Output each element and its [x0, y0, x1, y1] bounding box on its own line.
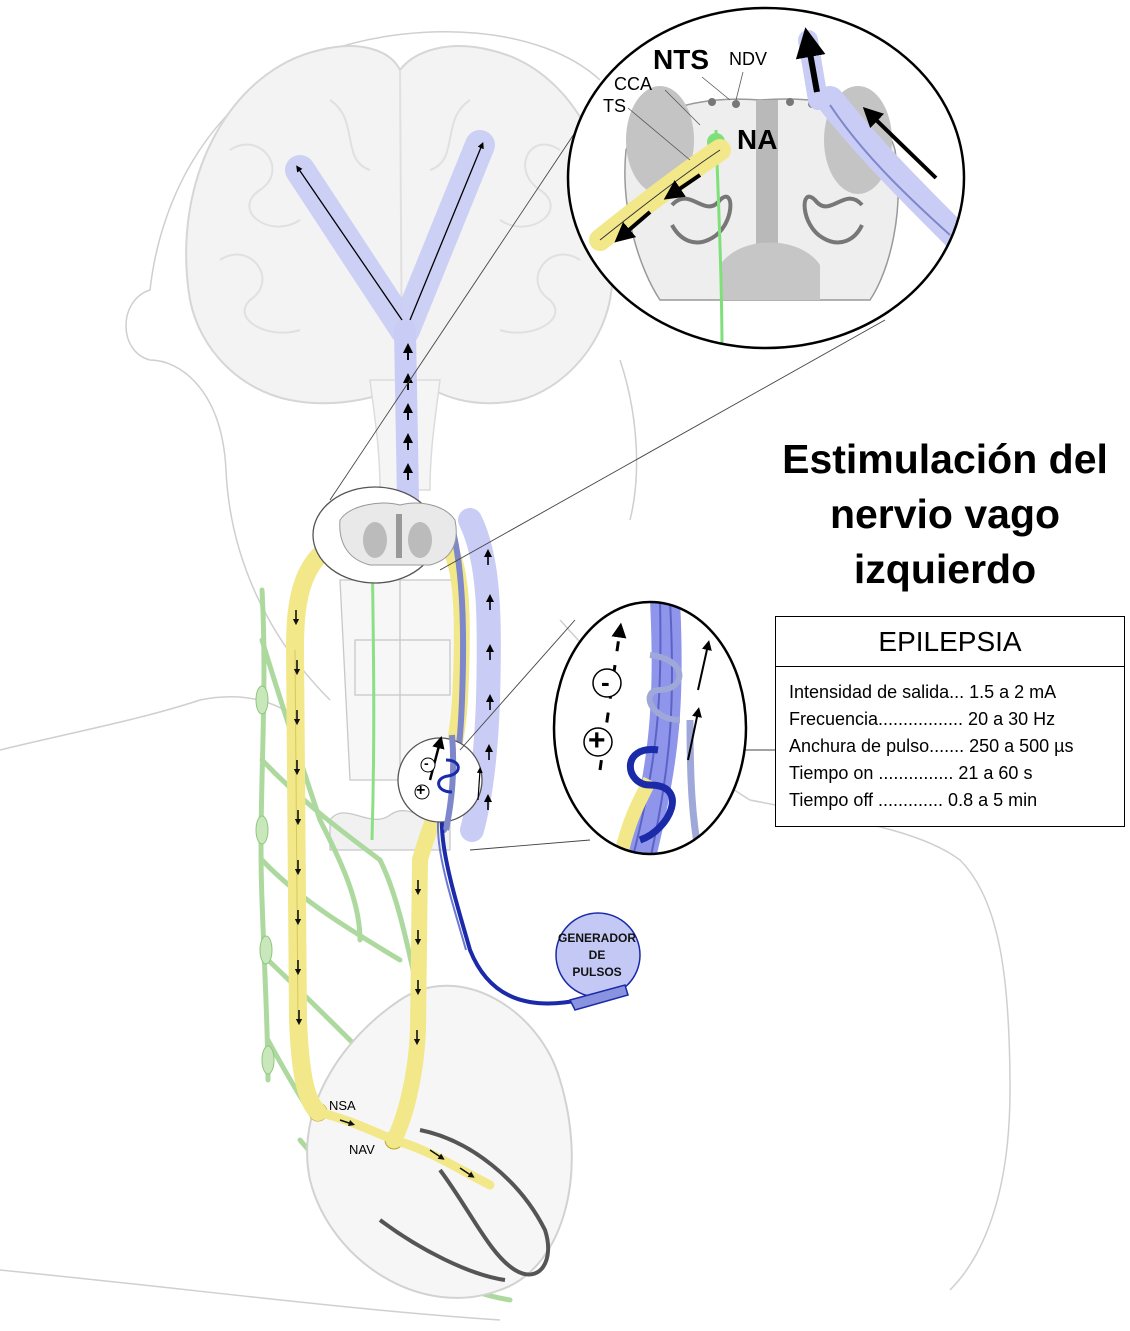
title-line1: Estimulación del	[760, 432, 1130, 487]
heart	[307, 986, 572, 1298]
parameter-row: Tiempo on ............... 21 a 60 s	[789, 760, 1124, 787]
label-nav: NAV	[349, 1142, 375, 1157]
parameter-row: Frecuencia................. 20 a 30 Hz	[789, 706, 1124, 733]
electrode-minus-label: -	[601, 667, 610, 698]
generator-line2: DE	[558, 947, 636, 964]
label-na: NA	[737, 124, 777, 156]
label-nts: NTS	[653, 44, 709, 76]
electrode-magnified	[554, 600, 746, 860]
label-ts: TS	[603, 96, 626, 117]
parameter-row: Intensidad de salida... 1.5 a 2 mA	[789, 679, 1124, 706]
electrode-small-minus: -	[424, 755, 429, 771]
page-title: Estimulación del nervio vago izquierdo	[760, 432, 1130, 597]
parameter-row: Anchura de pulso....... 250 a 500 µs	[789, 733, 1124, 760]
title-line3: izquierdo	[760, 542, 1130, 597]
pulse-generator-label: GENERADOR DE PULSOS	[558, 930, 636, 981]
parameters-list: Intensidad de salida... 1.5 a 2 mA Frecu…	[776, 667, 1124, 814]
parameters-header: EPILEPSIA	[776, 617, 1124, 667]
parameter-row: Tiempo off ............. 0.8 a 5 min	[789, 787, 1124, 814]
label-cca: CCA	[614, 74, 652, 95]
label-ndv: NDV	[729, 49, 767, 70]
electrode-plus-label: +	[588, 724, 606, 758]
epilepsy-parameters-panel: EPILEPSIA Intensidad de salida... 1.5 a …	[775, 616, 1125, 827]
medulla-small-circle	[313, 487, 456, 583]
generator-line1: GENERADOR	[558, 930, 636, 947]
electrode-small-plus: +	[416, 782, 425, 800]
title-line2: nervio vago	[760, 487, 1130, 542]
generator-line3: PULSOS	[558, 964, 636, 981]
label-nsa: NSA	[329, 1098, 356, 1113]
